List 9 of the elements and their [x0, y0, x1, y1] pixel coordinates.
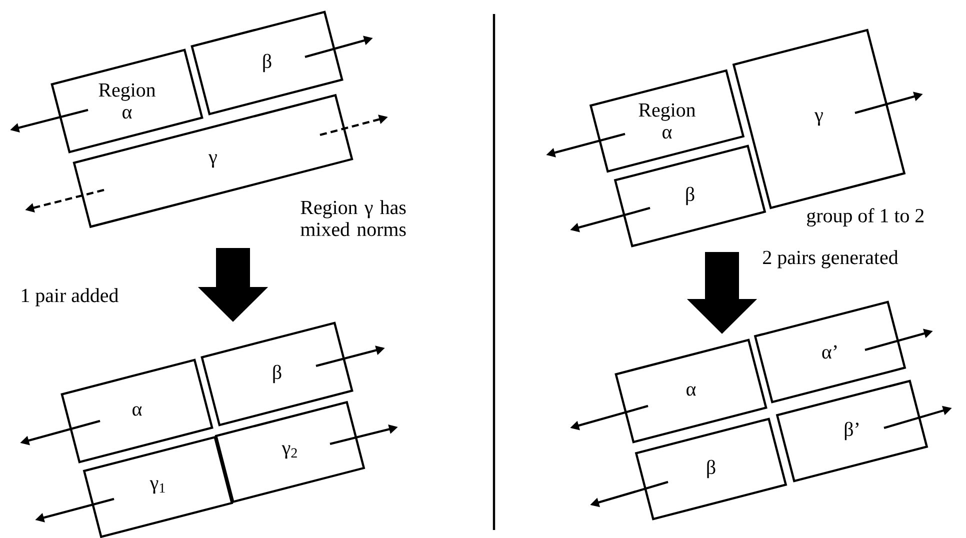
note-text: 2 pairs generated — [763, 250, 898, 268]
note-text: group of 1 to 2 — [807, 208, 924, 227]
region-box: β — [190, 10, 344, 116]
region-box: α — [60, 358, 214, 464]
region-box: β — [200, 322, 354, 426]
note-text: 1 pair added — [22, 288, 118, 306]
region-box: α — [614, 338, 768, 444]
note-text: Region γ has mixed norms — [300, 200, 406, 236]
region-box: Region α — [50, 48, 204, 154]
